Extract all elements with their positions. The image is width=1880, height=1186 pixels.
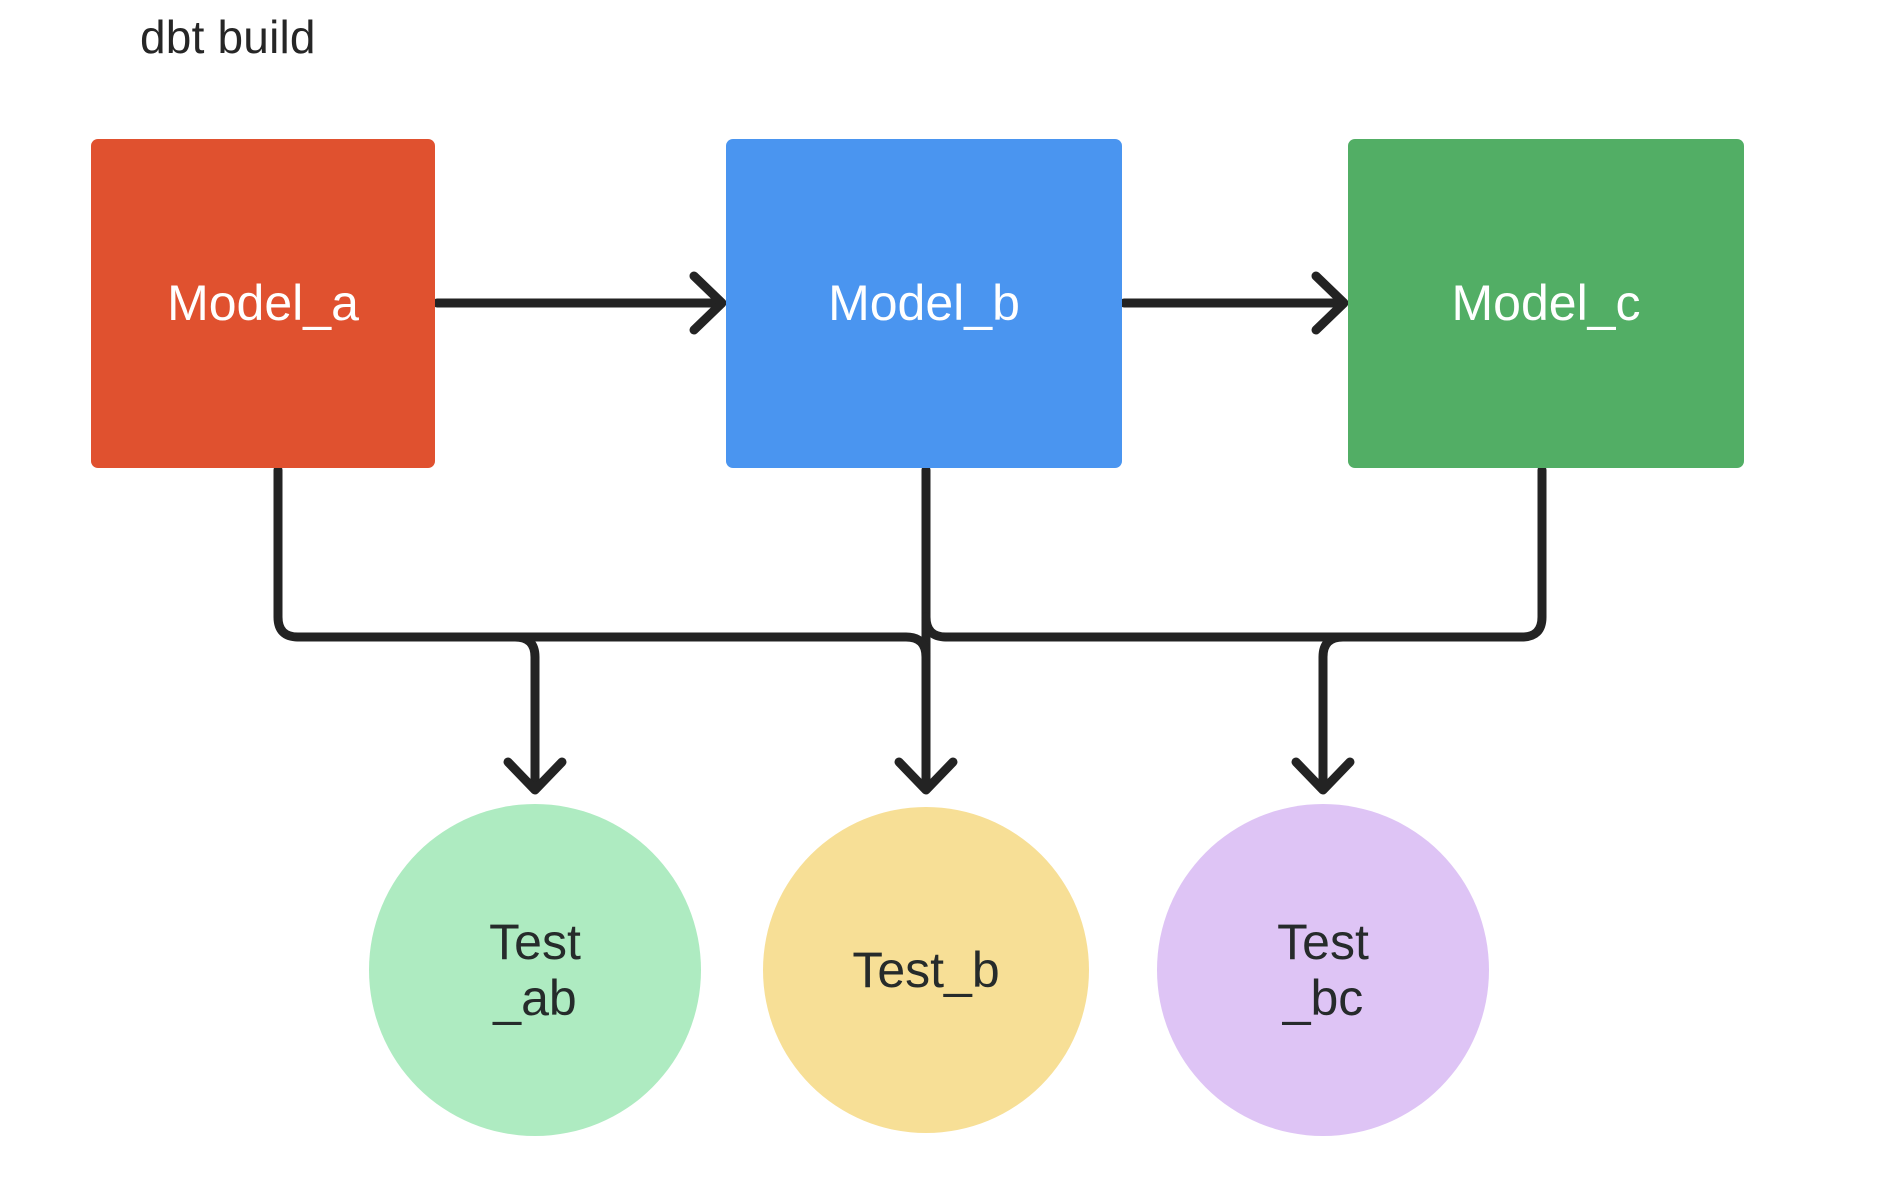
node-model-b[interactable]: Model_b xyxy=(726,139,1122,468)
node-model-c-label: Model_c xyxy=(1451,275,1641,331)
node-test-bc-label-line1: Test xyxy=(1277,914,1369,970)
edge-model-a-to-model-b xyxy=(432,271,727,335)
node-test-b-label-line1: Test_b xyxy=(852,942,1000,998)
edge-model-b-to-model-c xyxy=(1119,271,1349,335)
edge-model-a-to-test-ab xyxy=(273,465,567,795)
node-test-bc[interactable]: Test _bc xyxy=(1157,804,1489,1136)
diagram-title: dbt build xyxy=(140,11,316,63)
node-test-ab-label-line1: Test xyxy=(489,914,581,970)
arrowhead-icon xyxy=(894,757,958,795)
arrowhead-icon xyxy=(503,757,567,795)
node-test-ab-label-line2: _ab xyxy=(493,970,577,1026)
node-test-b[interactable]: Test_b xyxy=(763,807,1089,1133)
node-test-ab[interactable]: Test _ab xyxy=(369,804,701,1136)
arrowhead-icon xyxy=(1311,271,1349,335)
arrowhead-icon xyxy=(1291,757,1355,795)
node-model-a-label: Model_a xyxy=(167,275,359,331)
edge-model-c-to-test-bc xyxy=(1291,465,1547,795)
node-model-c[interactable]: Model_c xyxy=(1348,139,1744,468)
node-test-bc-label-line2: _bc xyxy=(1282,970,1364,1026)
node-model-a[interactable]: Model_a xyxy=(91,139,435,468)
edge-bus xyxy=(293,612,1527,662)
node-model-b-label: Model_b xyxy=(828,275,1020,331)
edge-model-b-to-test-b xyxy=(894,465,958,795)
arrowhead-icon xyxy=(689,271,727,335)
